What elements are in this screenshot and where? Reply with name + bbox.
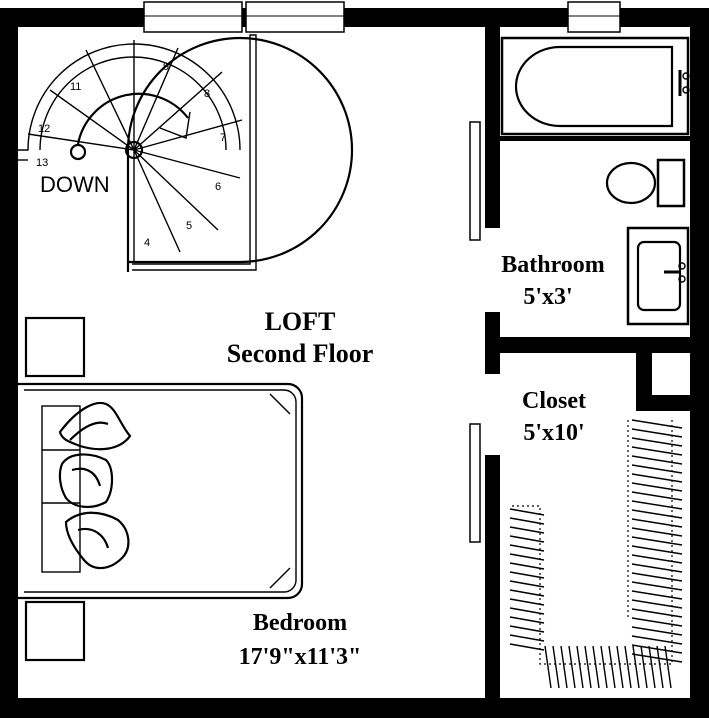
closet-shelving (509, 419, 683, 689)
hanger-stroke (648, 645, 656, 689)
bed (18, 382, 304, 600)
hanger-stroke (631, 590, 683, 600)
hanger-stroke (631, 617, 683, 627)
hanger-stroke (631, 437, 683, 447)
closet-name: Closet (522, 388, 586, 414)
hanger-stroke (631, 446, 683, 456)
toilet (605, 158, 686, 208)
pillows (58, 401, 132, 570)
hanging-clothes (509, 419, 683, 689)
hanger-stroke (631, 473, 683, 483)
step-4: 4 (144, 237, 150, 249)
hanger-stroke (631, 608, 683, 618)
step-5: 5 (186, 220, 192, 232)
hanger-stroke (631, 653, 683, 663)
hanger-stroke (608, 645, 616, 689)
hanger-stroke (509, 607, 545, 615)
hanger-stroke (509, 598, 545, 606)
nightstand-top (24, 316, 86, 378)
hanger-stroke (509, 553, 545, 561)
hanger-stroke (631, 536, 683, 546)
loft-subtitle: Second Floor (227, 339, 374, 368)
closet-size: 5'x10' (523, 420, 584, 446)
hanger-stroke (509, 517, 545, 525)
hanger-stroke (600, 645, 608, 689)
bedroom-size: 17'9"x11'3" (239, 644, 362, 670)
step-12: 12 (38, 123, 50, 135)
hanger-stroke (509, 535, 545, 543)
hanger-stroke (592, 645, 600, 689)
doors (469, 121, 481, 543)
hanger-stroke (616, 645, 624, 689)
hanger-stroke (509, 544, 545, 552)
bathtub (500, 36, 690, 136)
hanger-stroke (509, 526, 545, 534)
hanger-stroke (509, 508, 545, 516)
step-7: 7 (220, 132, 226, 144)
hanger-stroke (509, 571, 545, 579)
hanger-stroke (631, 509, 683, 519)
hanger-stroke (509, 616, 545, 624)
hanger-stroke (509, 580, 545, 588)
hanger-stroke (631, 491, 683, 501)
hanger-stroke (631, 572, 683, 582)
hanger-stroke (631, 455, 683, 465)
hanger-stroke (664, 645, 672, 689)
step-8: 8 (204, 88, 210, 100)
hanger-stroke (624, 645, 632, 689)
hanger-stroke (631, 464, 683, 474)
hanger-stroke (509, 643, 545, 651)
hanger-stroke (552, 645, 560, 689)
step-9: 9 (163, 61, 169, 73)
hanger-stroke (631, 554, 683, 564)
hanger-stroke (631, 518, 683, 528)
hanger-stroke (576, 645, 584, 689)
loft-title: LOFT (265, 307, 336, 336)
bathroom-size: 5'x3' (523, 284, 572, 310)
hanger-stroke (631, 599, 683, 609)
hanger-stroke (631, 635, 683, 645)
hanger-stroke (509, 589, 545, 597)
bathroom-name: Bathroom (501, 252, 605, 278)
hanger-stroke (509, 562, 545, 570)
hanger-stroke (632, 645, 640, 689)
hanger-stroke (568, 645, 576, 689)
hanger-stroke (560, 645, 568, 689)
spiral-staircase: 4 5 6 7 8 9 11 12 13 DOWN (18, 34, 354, 272)
hanger-stroke (640, 645, 648, 689)
hanger-stroke (544, 645, 552, 689)
hanger-stroke (631, 419, 683, 429)
hanger-stroke (509, 634, 545, 642)
step-13: 13 (36, 157, 48, 169)
bedroom-name: Bedroom (253, 610, 347, 636)
top-windows (143, 1, 621, 33)
step-11: 11 (70, 81, 81, 93)
step-6: 6 (215, 181, 221, 193)
hanger-stroke (631, 500, 683, 510)
stairs-down-label: DOWN (40, 172, 110, 197)
hanger-stroke (631, 482, 683, 492)
hanger-stroke (631, 527, 683, 537)
hanger-stroke (631, 581, 683, 591)
hanger-stroke (509, 625, 545, 633)
nightstand-bottom (24, 600, 86, 662)
hanger-stroke (656, 645, 664, 689)
hanger-stroke (584, 645, 592, 689)
hanger-stroke (631, 428, 683, 438)
hanger-stroke (631, 545, 683, 555)
hanger-stroke (631, 563, 683, 573)
hanger-stroke (631, 626, 683, 636)
interior-walls (485, 20, 696, 703)
sink (626, 226, 690, 326)
